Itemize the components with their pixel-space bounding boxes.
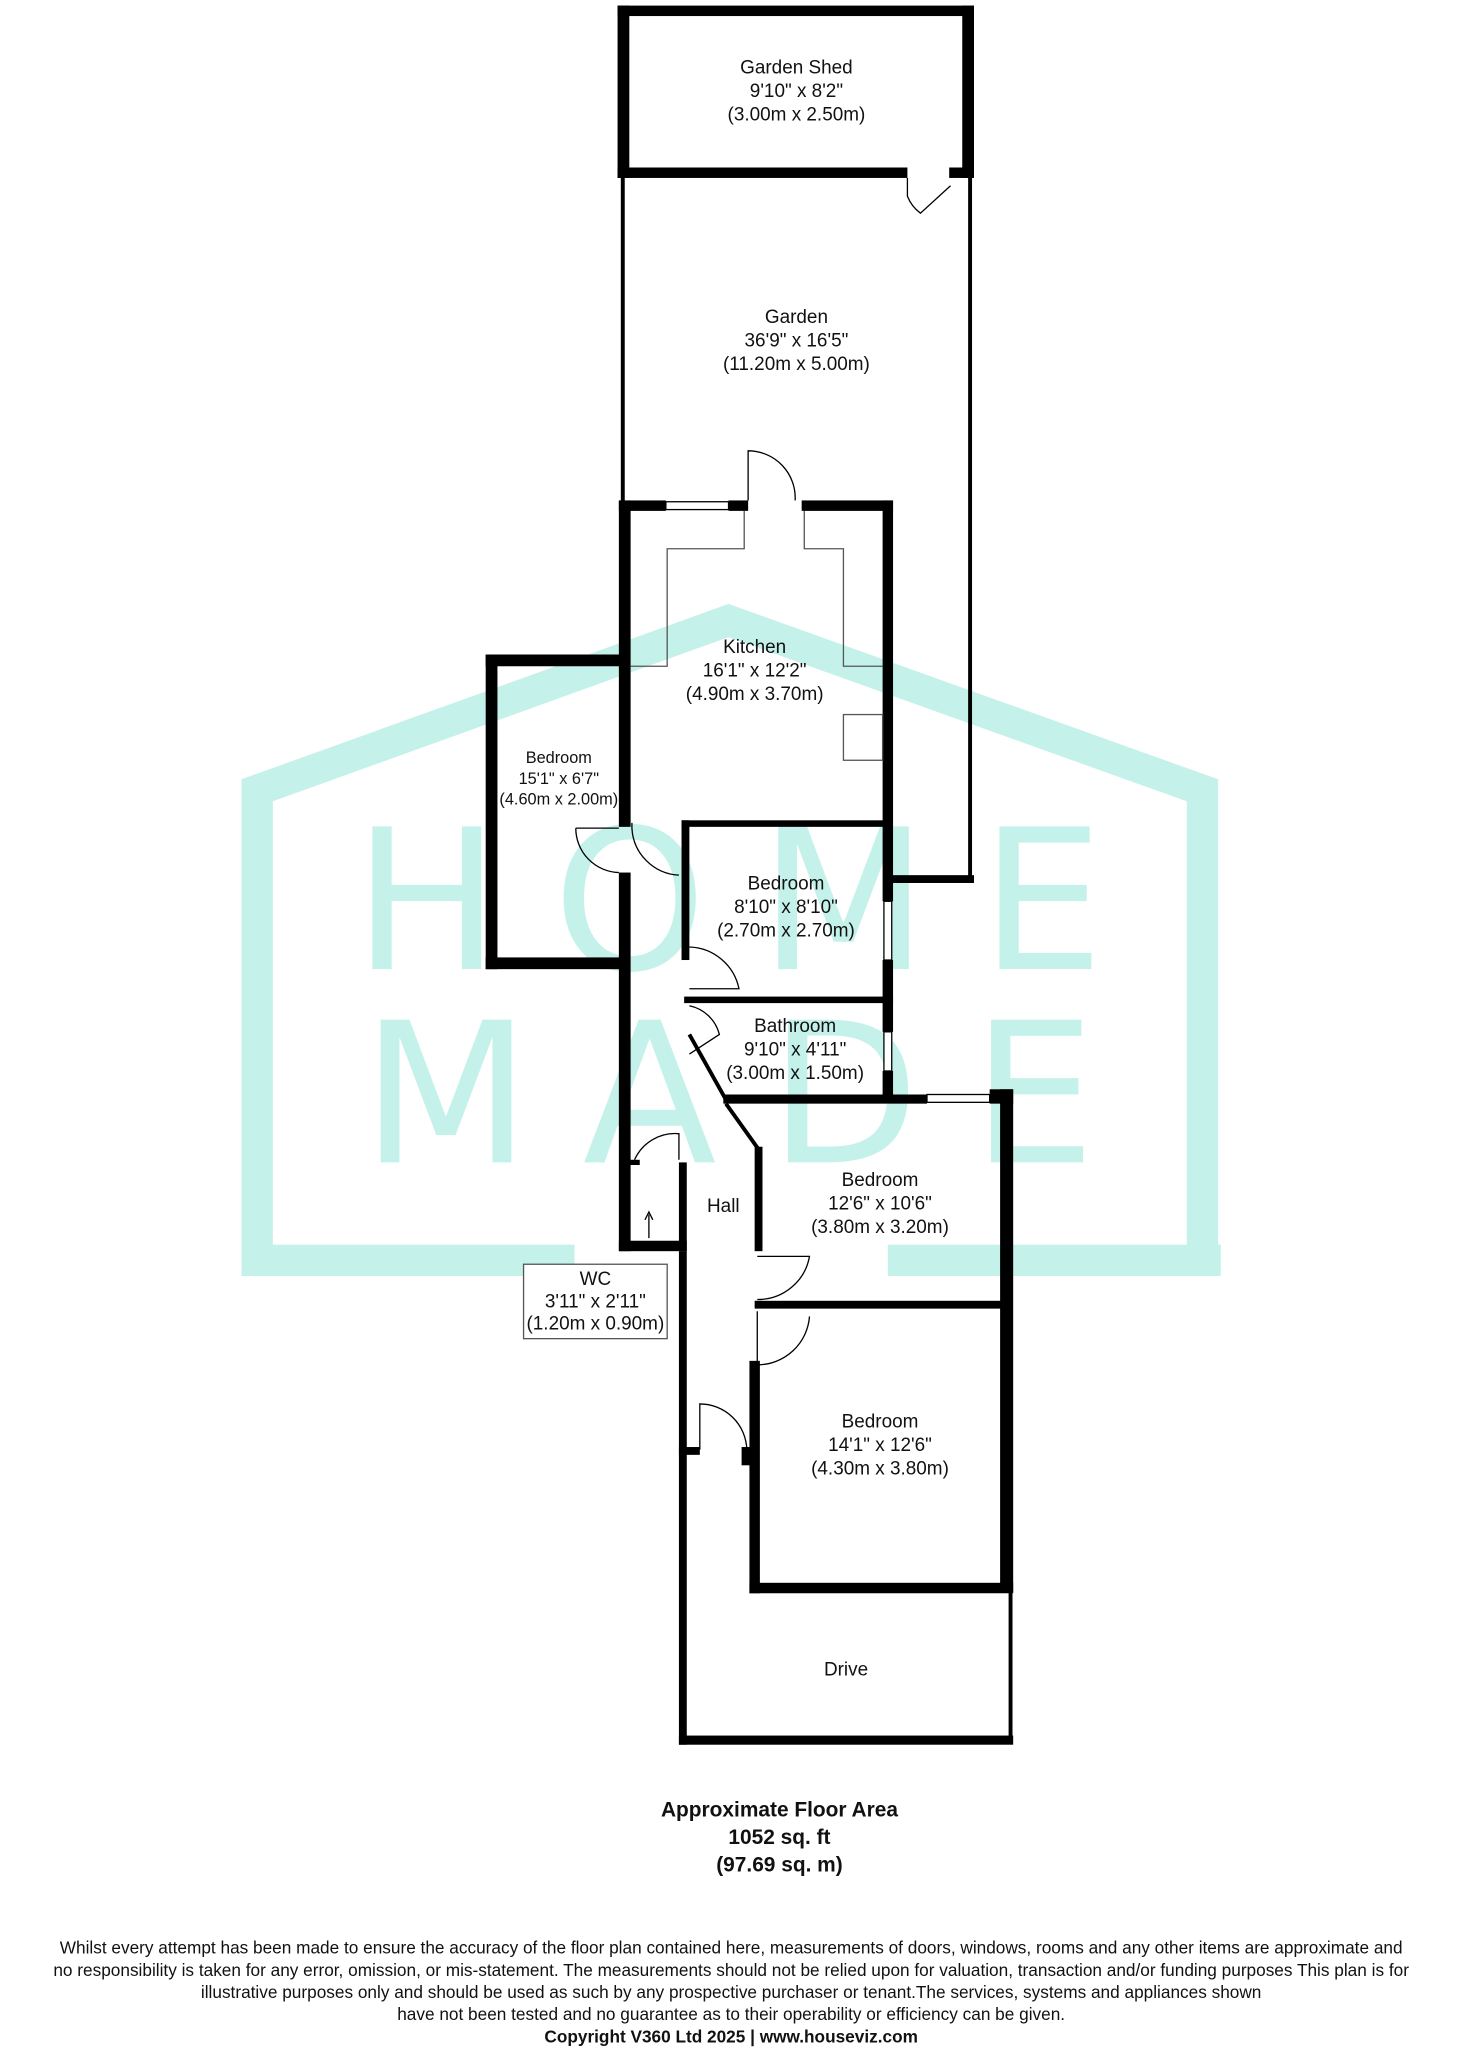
room-bedroom-3: Bedroom 12'6" x 10'6" (3.80m x 3.20m) <box>811 1170 949 1238</box>
room-name: WC <box>580 1269 612 1290</box>
room-name: Bedroom <box>748 874 825 895</box>
room-wc: WC 3'11" x 2'11" (1.20m x 0.90m) <box>522 1263 668 1340</box>
room-name: Bedroom <box>842 1170 919 1191</box>
floor-area: Approximate Floor Area 1052 sq. ft (97.6… <box>661 1799 898 1877</box>
room-drive: Drive <box>824 1660 868 1681</box>
floor-area-sqft: 1052 sq. ft <box>728 1826 830 1849</box>
room-size-imperial: 9'10" x 4'11" <box>744 1039 846 1060</box>
room-size-imperial: 12'6" x 10'6" <box>828 1193 932 1214</box>
doors <box>575 177 951 1450</box>
room-garden-shed: Garden Shed 9'10" x 8'2" (3.00m x 2.50m) <box>728 58 866 126</box>
disclaimer-line: no responsibility is taken for any error… <box>53 1960 1409 1980</box>
room-size-metric: (4.90m x 3.70m) <box>686 684 824 705</box>
room-name: Garden <box>765 307 828 328</box>
room-garden: Garden 36'9" x 16'5" (11.20m x 5.00m) <box>723 307 870 375</box>
room-name: Bedroom <box>842 1411 919 1432</box>
room-name: Bathroom <box>754 1016 836 1037</box>
disclaimer-line: have not been tested and no guarantee as… <box>397 2004 1065 2024</box>
room-size-imperial: 9'10" x 8'2" <box>750 81 843 102</box>
room-size-metric: (4.60m x 2.00m) <box>499 791 618 809</box>
room-size-imperial: 8'10" x 8'10" <box>734 897 838 918</box>
copyright: Copyright V360 Ltd 2025 | www.houseviz.c… <box>544 2026 918 2046</box>
room-size-imperial: 16'1" x 12'2" <box>703 661 807 682</box>
room-size-metric: (2.70m x 2.70m) <box>717 921 855 942</box>
disclaimer-line: illustrative purposes only and should be… <box>201 1982 1262 2002</box>
room-bedroom-mid: Bedroom 8'10" x 8'10" (2.70m x 2.70m) <box>717 874 855 942</box>
room-size-metric: (4.30m x 3.80m) <box>811 1458 949 1479</box>
room-name: Garden Shed <box>740 58 853 79</box>
wc-label-box <box>522 1263 668 1340</box>
room-size-imperial: 3'11" x 2'11" <box>545 1291 646 1312</box>
room-size-metric: (11.20m x 5.00m) <box>723 354 870 375</box>
room-size-metric: (3.80m x 3.20m) <box>811 1217 949 1238</box>
disclaimer-line: Whilst every attempt has been made to en… <box>60 1938 1403 1958</box>
room-size-metric: (3.00m x 2.50m) <box>728 105 866 126</box>
watermark-house-outline <box>241 603 1219 1261</box>
room-bathroom: Bathroom 9'10" x 4'11" (3.00m x 1.50m) <box>726 1016 864 1084</box>
room-bedroom-left: Bedroom 15'1" x 6'7" (4.60m x 2.00m) <box>499 749 618 809</box>
room-bedroom-4: Bedroom 14'1" x 12'6" (4.30m x 3.80m) <box>811 1411 949 1479</box>
room-name: Kitchen <box>723 637 786 658</box>
room-size-imperial: 14'1" x 12'6" <box>828 1435 932 1456</box>
room-hall: Hall <box>707 1196 740 1217</box>
disclaimer: Whilst every attempt has been made to en… <box>53 1938 1409 2047</box>
room-size-metric: (3.00m x 1.50m) <box>726 1063 864 1084</box>
floor-area-title: Approximate Floor Area <box>661 1799 898 1822</box>
walls <box>485 5 1014 1745</box>
room-size-imperial: 36'9" x 16'5" <box>745 330 849 351</box>
room-kitchen: Kitchen 16'1" x 12'2" (4.90m x 3.70m) <box>686 637 824 705</box>
room-size-imperial: 15'1" x 6'7" <box>519 770 600 788</box>
room-size-metric: (1.20m x 0.90m) <box>526 1314 664 1335</box>
room-name: Bedroom <box>526 749 592 767</box>
floor-area-sqm: (97.69 sq. m) <box>716 1853 842 1876</box>
